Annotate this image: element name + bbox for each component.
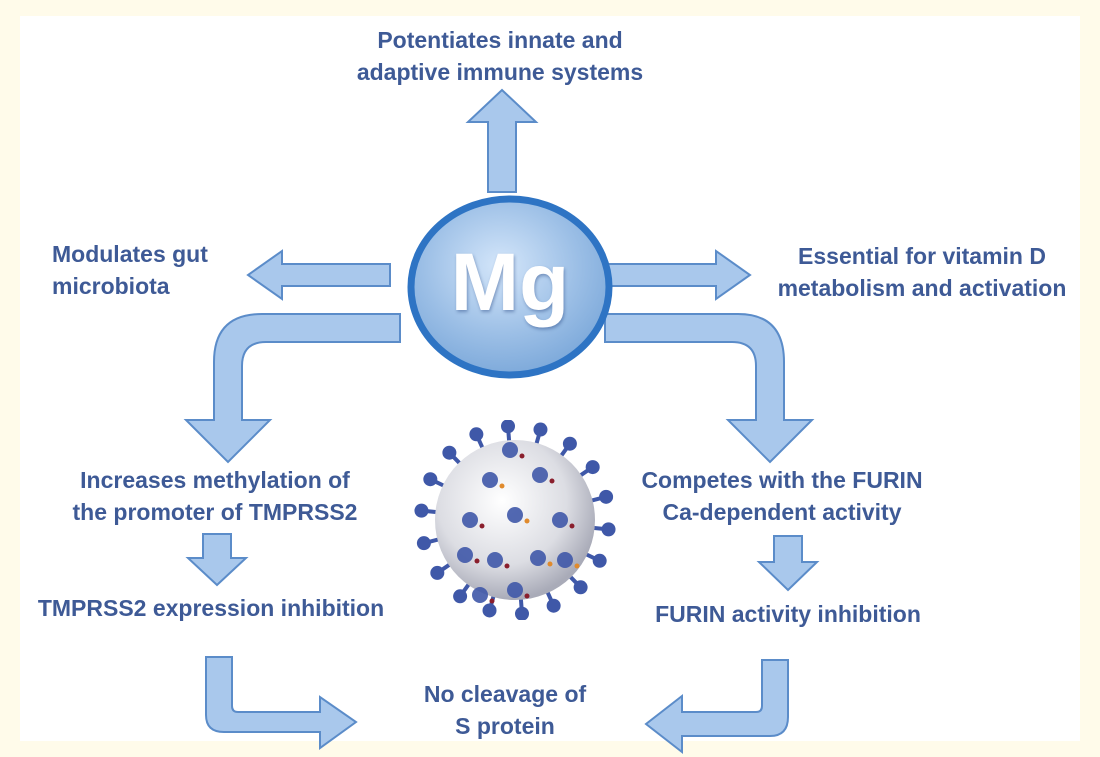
label-furin-competition: Competes with the FURIN Ca-dependent act… [612, 464, 952, 528]
arrow-to-outcome-right [644, 659, 789, 755]
label-gut-line2: microbiota [52, 273, 170, 299]
arrow-down-tmprss2-expression [185, 533, 249, 587]
label-methylation-line2: the promoter of TMPRSS2 [72, 499, 358, 525]
label-furin-inhibition-text: FURIN activity inhibition [655, 601, 921, 627]
magnesium-circle [407, 195, 613, 379]
label-vitamin-d-line1: Essential for vitamin D [798, 243, 1046, 269]
arrow-curve-tmprss2 [183, 313, 401, 464]
arrow-right-vitamin-d [602, 249, 752, 301]
label-tmprss2-inhibition-text: TMPRSS2 expression inhibition [37, 595, 385, 621]
label-no-cleavage-line1: No cleavage of [423, 681, 587, 707]
diagram-panel [20, 16, 1080, 741]
label-tmprss2-inhibition: TMPRSS2 expression inhibition [22, 592, 400, 624]
arrow-down-furin-inhibition [756, 535, 820, 592]
arrow-left-gut [246, 249, 391, 301]
magnesium-symbol: Mg [450, 237, 570, 328]
label-furin-competition-line2: Ca-dependent activity [662, 499, 902, 525]
label-vitamin-d-line2: metabolism and activation [777, 275, 1067, 301]
arrow-up-immune [465, 88, 539, 193]
label-immune-line1: Potentiates innate and [377, 27, 623, 53]
label-immune-line2: adaptive immune systems [356, 59, 644, 85]
label-furin-inhibition: FURIN activity inhibition [618, 598, 958, 630]
label-no-cleavage: No cleavage of S protein [395, 678, 615, 742]
arrow-curve-furin [604, 313, 815, 464]
label-methylation: Increases methylation of the promoter of… [30, 464, 400, 528]
label-gut-microbiota: Modulates gut microbiota [52, 238, 272, 302]
label-methylation-line1: Increases methylation of [80, 467, 350, 493]
arrow-to-outcome-left [205, 656, 358, 750]
coronavirus-icon [414, 420, 616, 620]
label-immune-systems: Potentiates innate and adaptive immune s… [330, 24, 670, 88]
label-furin-competition-line1: Competes with the FURIN [641, 467, 923, 493]
label-no-cleavage-line2: S protein [455, 713, 555, 739]
label-gut-line1: Modulates gut [52, 241, 208, 267]
label-vitamin-d: Essential for vitamin D metabolism and a… [757, 240, 1087, 304]
